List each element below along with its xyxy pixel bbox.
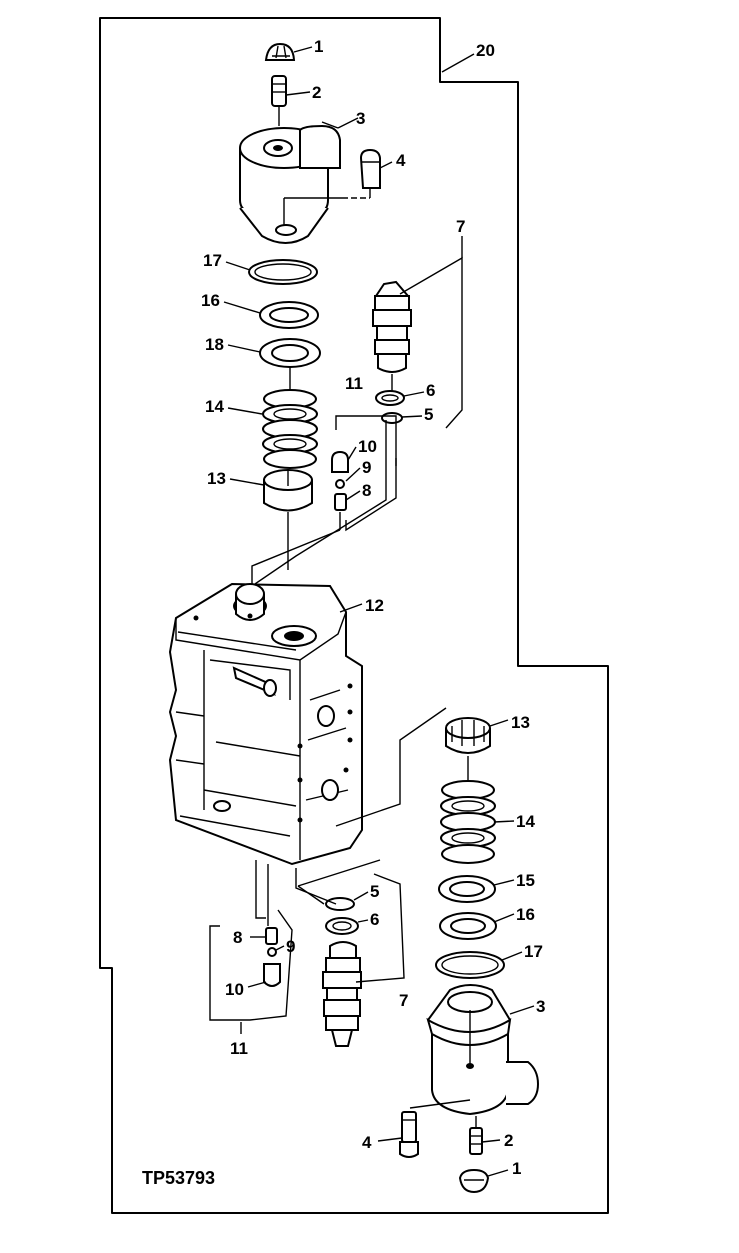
label-20: 20 (476, 41, 495, 60)
group-bracket-11-top (335, 415, 397, 466)
o-ring-part-5-top (381, 412, 403, 424)
valve-housing-part-3-bottom (409, 984, 540, 1116)
label-16-bottom: 16 (516, 905, 535, 924)
label-16-top: 16 (201, 291, 220, 310)
plug-part-4-top (342, 148, 381, 199)
label-13-top: 13 (207, 469, 226, 488)
label-13-bottom: 13 (511, 713, 530, 732)
spring-part-14-bottom (440, 780, 496, 864)
label-5-top: 5 (424, 405, 433, 424)
o-ring-part-6-top (375, 390, 405, 406)
label-9-top: 9 (362, 458, 371, 477)
label-9-bottom: 9 (286, 937, 295, 956)
label-11-bottom: 11 (230, 1039, 248, 1058)
label-10-top: 10 (358, 437, 377, 456)
valve-cartridge-part-7-bottom (322, 941, 362, 1047)
assembly-boundary (99, 17, 609, 1214)
pin-part-2-top (271, 75, 287, 126)
o-ring-part-17-bottom (435, 951, 505, 979)
spring-part-14-top (262, 389, 318, 469)
spring-seat-part-13-top (263, 469, 313, 570)
cap-part-1-top (264, 42, 296, 61)
label-7-bottom: 7 (399, 991, 408, 1010)
label-3-top: 3 (356, 109, 365, 128)
valve-cartridge-part-7-top (372, 280, 412, 392)
label-12: 12 (365, 596, 384, 615)
label-17-top: 17 (203, 251, 222, 270)
label-11-top: 11 (345, 374, 363, 393)
spring-part-8-bottom (265, 927, 278, 945)
washer-part-15-bottom (438, 875, 496, 903)
label-15-bottom: 15 (516, 871, 535, 890)
label-10-bottom: 10 (225, 980, 244, 999)
label-14-bottom: 14 (516, 812, 535, 831)
label-1-bottom: 1 (512, 1159, 521, 1178)
ball-part-9-top (335, 479, 345, 489)
label-6-bottom: 6 (370, 910, 379, 929)
o-ring-part-6-bottom (325, 917, 359, 935)
spring-seat-part-13-bottom (445, 717, 491, 780)
label-1-top: 1 (314, 37, 323, 56)
label-17-bottom: 17 (524, 942, 543, 961)
label-4-top: 4 (396, 151, 406, 170)
spring-part-8-top (334, 493, 347, 511)
washer-part-16-top (259, 301, 319, 329)
pin-part-2-bottom (469, 1116, 483, 1155)
leader-20 (441, 53, 475, 73)
label-2-top: 2 (312, 83, 321, 102)
label-3-bottom: 3 (536, 997, 545, 1016)
plug-part-10-top (331, 450, 349, 473)
label-8-bottom: 8 (233, 928, 242, 947)
washer-part-18-top (259, 338, 321, 368)
label-14-top: 14 (205, 397, 224, 416)
label-2-bottom: 2 (504, 1131, 513, 1150)
washer-part-16-bottom (439, 912, 497, 940)
o-ring-part-17-top (248, 259, 318, 285)
label-4-bottom: 4 (362, 1133, 372, 1152)
label-8-top: 8 (362, 481, 371, 500)
o-ring-part-5-bottom (325, 897, 355, 911)
valve-housing-part-3-top (239, 124, 342, 244)
ball-part-9-bottom (267, 947, 277, 957)
label-18-top: 18 (205, 335, 224, 354)
label-7-top: 7 (456, 217, 465, 236)
plug-part-10-bottom (263, 963, 281, 987)
plug-part-4-bottom (399, 1111, 419, 1158)
valve-body-part-12 (168, 582, 363, 866)
figure-code: TP53793 (142, 1168, 215, 1188)
group-bracket-11-bottom (209, 909, 293, 1021)
cap-part-1-bottom (458, 1168, 490, 1194)
label-6-top: 6 (426, 381, 435, 400)
label-5-bottom: 5 (370, 882, 379, 901)
